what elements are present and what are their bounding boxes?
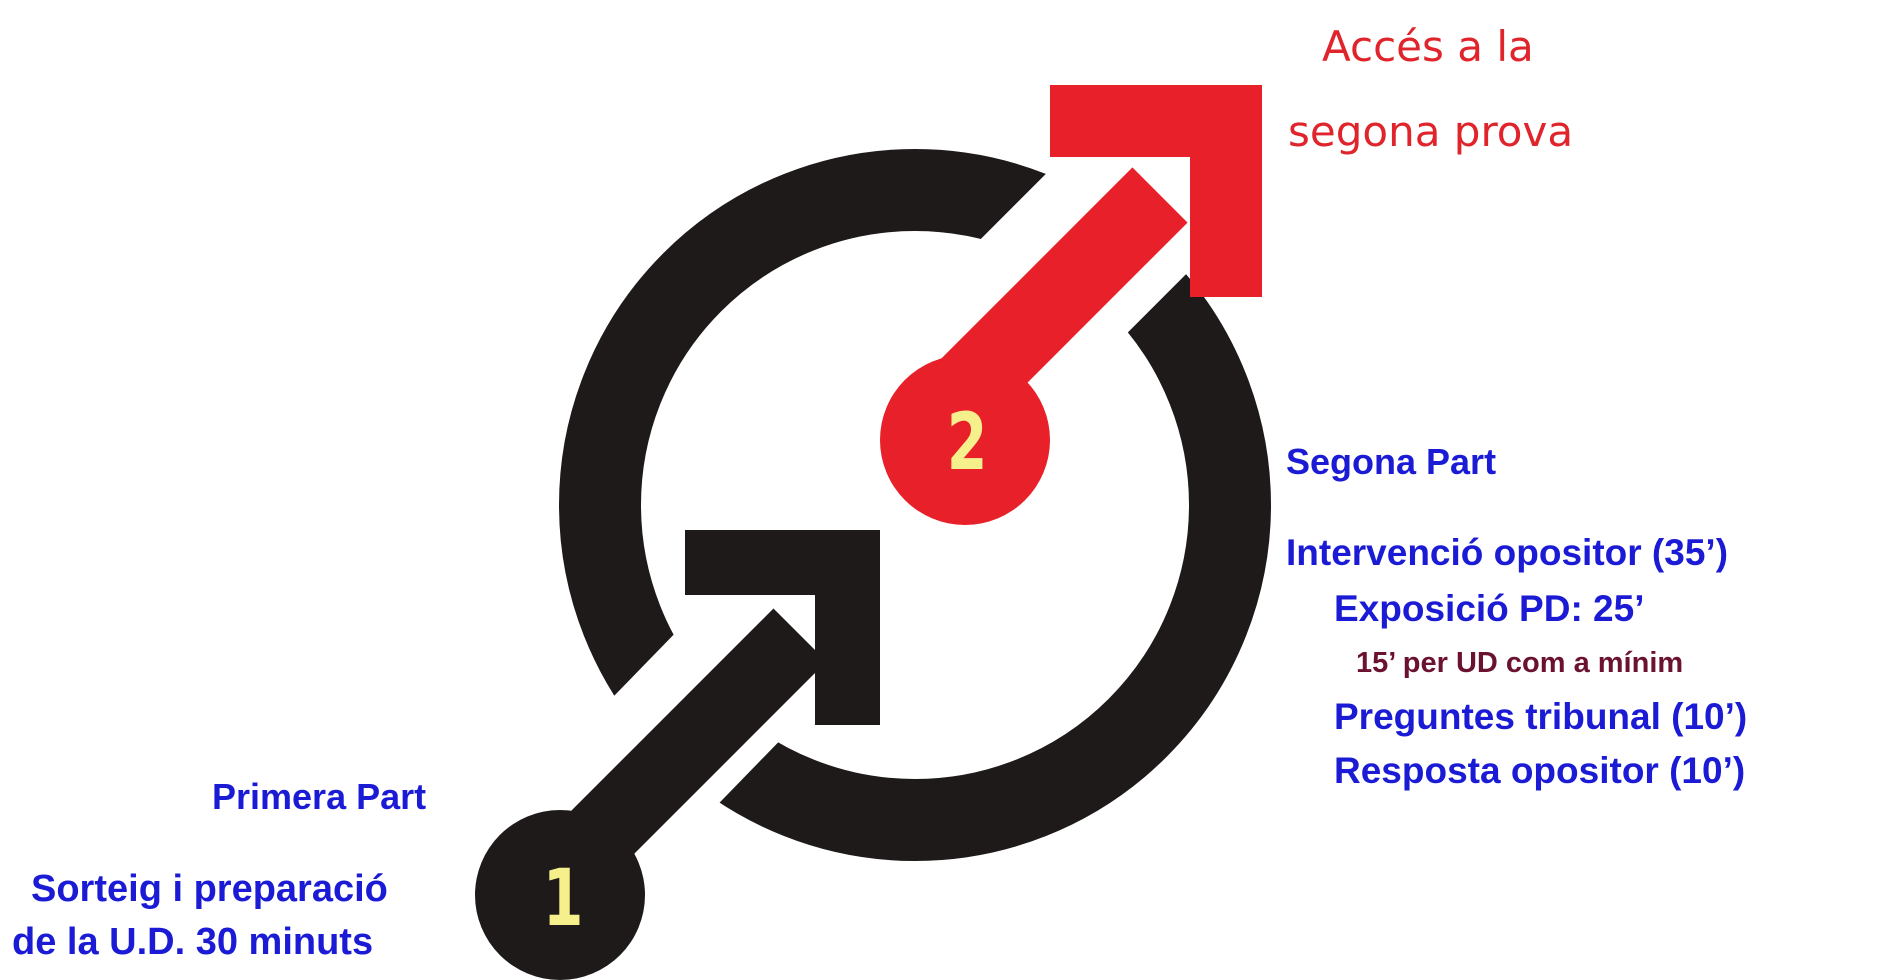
black-circle-1 xyxy=(475,810,645,980)
step2-item-minimum-note: 15’ per UD com a mínim xyxy=(1356,647,1684,679)
red-arrow-head xyxy=(1050,85,1262,297)
step2-title: Segona Part xyxy=(1286,441,1497,482)
step2-item-exposition: Exposició PD: 25’ xyxy=(1334,588,1645,629)
step1-title: Primera Part xyxy=(212,776,427,817)
step1-desc-line1: Sorteig i preparació xyxy=(31,868,388,910)
access-label-line1: Accés a la xyxy=(1322,22,1534,71)
step-number-1: 1 xyxy=(542,854,584,944)
step1-desc-line2: de la U.D. 30 minuts xyxy=(12,921,374,963)
step2-item-opponent-answer: Resposta opositor (10’) xyxy=(1334,750,1746,791)
step2-item-tribunal-questions: Preguntes tribunal (10’) xyxy=(1334,696,1748,737)
step2-item-intervention: Intervenció opositor (35’) xyxy=(1286,532,1729,573)
step-number-2: 2 xyxy=(946,398,988,488)
black-ring xyxy=(559,149,1271,861)
access-label-line2: segona prova xyxy=(1288,107,1574,156)
black-arrow-head xyxy=(685,530,880,725)
red-circle-2 xyxy=(880,355,1050,525)
